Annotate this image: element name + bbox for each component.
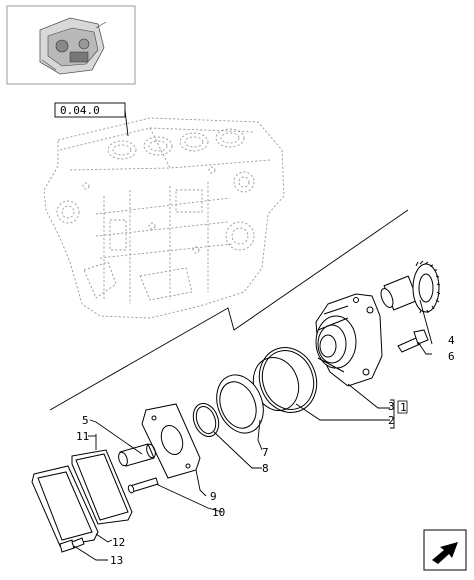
- reference-label[interactable]: 0.04.0: [54, 102, 129, 137]
- o-ring-2[interactable]: [250, 339, 325, 420]
- part-label-13: 13: [110, 554, 123, 567]
- part-label-11: 11: [76, 430, 89, 443]
- part-label-1-bracket: 1: [400, 401, 407, 414]
- pump-housing[interactable]: [315, 293, 383, 387]
- part-label-6: 6: [448, 350, 455, 363]
- pin-10[interactable]: [127, 477, 159, 494]
- part-label-4: 4: [448, 334, 455, 347]
- part-label-2: 2: [388, 414, 395, 427]
- gasket-11[interactable]: [71, 449, 133, 525]
- seal-ring-8[interactable]: [189, 400, 223, 440]
- part-label-5: 5: [82, 414, 89, 427]
- engine-thumbnail[interactable]: [6, 5, 136, 85]
- part-labels: 4 6 3 2 1 7 8 9 10 5 11 12 13: [76, 334, 455, 567]
- engine-block-outline: [43, 117, 285, 319]
- cover-plate-7[interactable]: [208, 368, 271, 440]
- next-page-button[interactable]: [423, 529, 467, 571]
- screw-6[interactable]: [397, 329, 429, 353]
- bushing-5[interactable]: [117, 443, 157, 467]
- section-break-line: [49, 209, 409, 411]
- flange-plate-9[interactable]: [141, 403, 201, 479]
- part-label-3: 3: [388, 400, 395, 413]
- gasket-12[interactable]: [31, 465, 99, 547]
- part-label-10: 10: [212, 506, 225, 519]
- next-page-arrow-icon: [432, 542, 458, 564]
- screw-13[interactable]: [59, 537, 85, 553]
- part-label-9: 9: [210, 490, 217, 503]
- engine-thumbnail-icon: [39, 17, 107, 75]
- part-label-12: 12: [112, 536, 125, 549]
- reference-label-text: 0.04.0: [60, 104, 100, 117]
- part-label-7: 7: [262, 446, 269, 459]
- part-label-8: 8: [262, 462, 269, 475]
- leader-lines: [73, 299, 433, 561]
- drive-gear-shaft[interactable]: [379, 260, 441, 314]
